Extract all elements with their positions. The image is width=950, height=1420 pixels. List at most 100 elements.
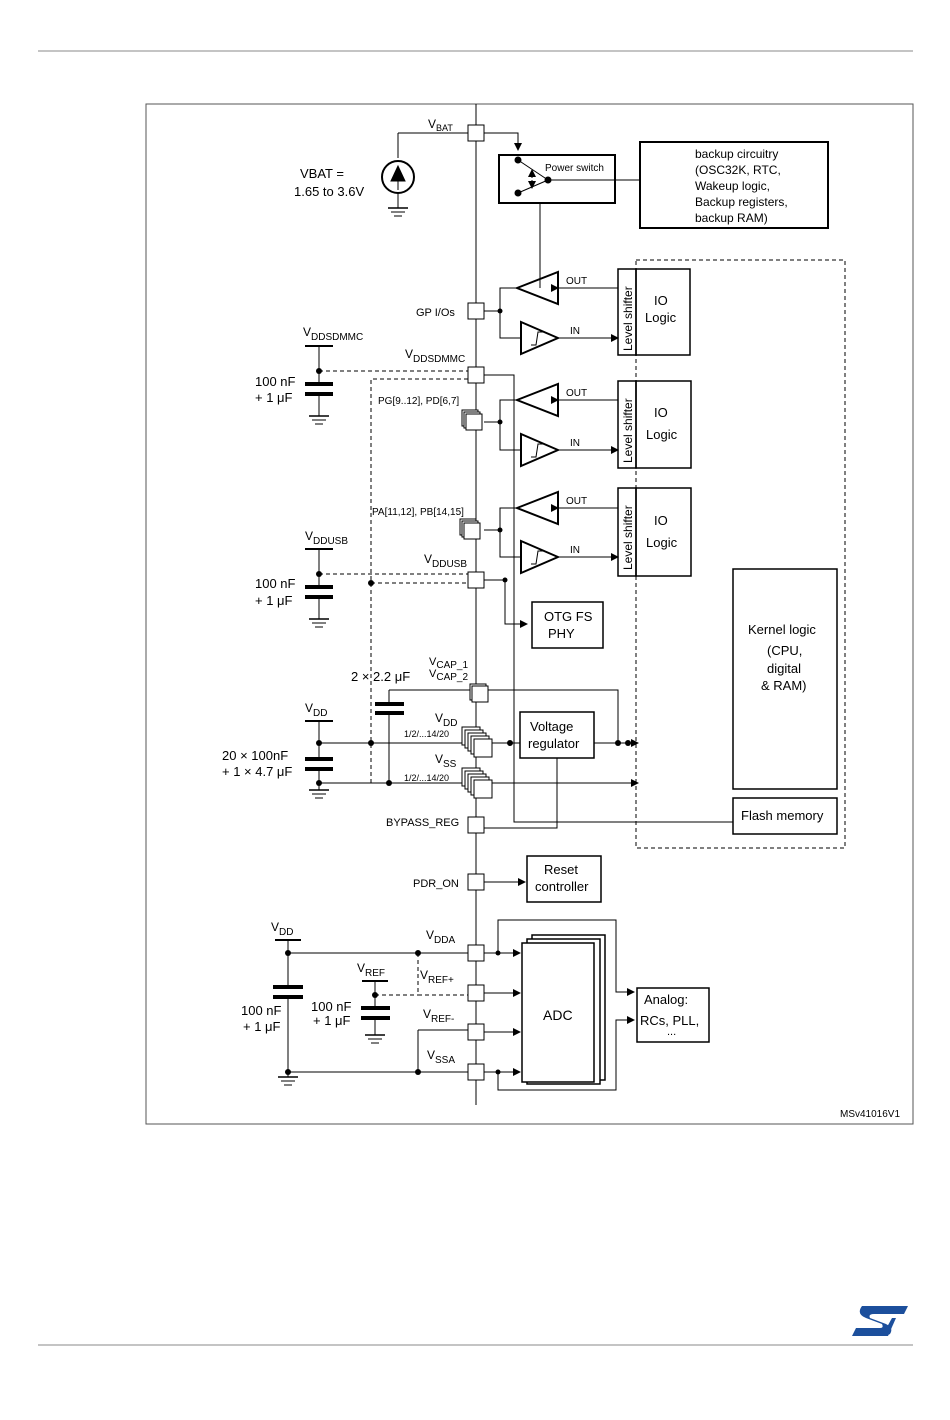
- kernel-logic-block: [732, 568, 838, 790]
- kernel-label-3: digital: [767, 661, 801, 676]
- io-logic-label-2b: Logic: [646, 427, 678, 442]
- vssa-pin-label: VSSA: [427, 1048, 455, 1066]
- otg-label-1: OTG FS: [544, 609, 593, 624]
- backup-label-4: Backup registers,: [695, 195, 788, 209]
- vdd-analog-supply-label: VDD: [271, 920, 293, 938]
- kernel-label-4: & RAM): [761, 678, 807, 693]
- io-logic-label-1a: IO: [654, 293, 668, 308]
- backup-block: [639, 141, 829, 229]
- pin-vcap: [471, 685, 489, 703]
- vdda-cap-label-2: + 1 μF: [243, 1019, 281, 1034]
- adc-label: ADC: [543, 1007, 573, 1023]
- otg-phy-block: [531, 601, 604, 649]
- vdd-supply-label: VDD: [305, 701, 327, 719]
- level-shifter-label-3: Level shifter: [621, 505, 635, 570]
- kernel-label-2: (CPU,: [767, 643, 802, 658]
- io-block-3: OUT IN Level shifter IO Logic PA[11,12],…: [372, 487, 692, 577]
- figure-id: MSv41016V1: [840, 1109, 900, 1120]
- flash-memory-block: [732, 797, 838, 835]
- reset-label-1: Reset: [544, 862, 578, 877]
- io-logic-block-3: [635, 487, 692, 577]
- pin-pa-pb: [463, 522, 481, 540]
- pin-vdda: [467, 944, 485, 962]
- pin-vssa: [467, 1063, 485, 1081]
- vreg-label-1: Voltage: [530, 719, 573, 734]
- vddusb-supply-label: VDDUSB: [305, 529, 348, 547]
- in-label-3: IN: [570, 545, 580, 556]
- sdmmc-cap-label-1: 100 nF: [255, 374, 296, 389]
- vcap2-pin-label: VCAP_2: [429, 668, 468, 683]
- pa-pb-pin-label: PA[11,12], PB[14,15]: [372, 507, 464, 518]
- io-block-2: OUT IN Level shifter IO Logic PG[9..12],…: [378, 380, 692, 469]
- vdd-cap-label-1: 20 × 100nF: [222, 748, 288, 763]
- kernel-label-1: Kernel logic: [748, 622, 816, 637]
- analog-block: [636, 987, 710, 1043]
- vbat-source-label-2: 1.65 to 3.6V: [294, 184, 364, 199]
- pin-vref-minus: [467, 1023, 485, 1041]
- pdr-pin-label: PDR_ON: [413, 878, 459, 890]
- bypass-pin-label: BYPASS_REG: [386, 817, 459, 829]
- gpio-pin-label: GP I/Os: [416, 307, 455, 319]
- vref-cap-label-2: + 1 μF: [313, 1013, 351, 1028]
- reset-label-2: controller: [535, 879, 589, 894]
- backup-label-3: Wakeup logic,: [695, 179, 770, 193]
- pin-vref-plus: [467, 984, 485, 1002]
- in-label-1: IN: [570, 326, 580, 337]
- vreg-label-2: regulator: [528, 736, 580, 751]
- vcap1-pin-label: VCAP_1: [429, 656, 468, 671]
- vddsdmmc-section: VDDSDMMC VDDSDMMC 100 nF + 1 μF: [255, 325, 485, 783]
- vbat-pin-label: VBAT: [428, 117, 453, 133]
- vref-cap-label-1: 100 nF: [311, 999, 352, 1014]
- analog-label-1: Analog:: [644, 992, 688, 1007]
- backup-label-2: (OSC32K, RTC,: [695, 163, 781, 177]
- core-domain-outline: [635, 259, 846, 849]
- pin-pg-pd: [465, 413, 483, 431]
- io-logic-label-2a: IO: [654, 405, 668, 420]
- in-label-2: IN: [570, 438, 580, 449]
- sdmmc-cap-label-2: + 1 μF: [255, 390, 293, 405]
- vdda-pin-label: VDDA: [426, 928, 455, 946]
- pin-bypass: [467, 816, 485, 834]
- level-shifter-label-2: Level shifter: [621, 398, 635, 463]
- figure-frame: [145, 103, 914, 1125]
- vcap-cap-label: 2 × 2.2 μF: [351, 669, 410, 684]
- level-shifter-label-1: Level shifter: [621, 286, 635, 351]
- pin-pdr-on: [467, 873, 485, 891]
- reset-controller-block: [526, 855, 602, 903]
- io-logic-label-1b: Logic: [645, 310, 677, 325]
- pin-vss: [473, 779, 493, 799]
- vddusb-section: VDDUSB VDDUSB 100 nF + 1 μF: [255, 529, 485, 628]
- vdd-cap-label-2: + 1 × 4.7 μF: [222, 764, 292, 779]
- vbat-section: [381, 132, 468, 217]
- io-block-1: OUT IN Level shifter IO Logic GP I/Os: [416, 268, 691, 356]
- backup-label-1: backup circuitry: [695, 147, 778, 161]
- pin-vddusb: [467, 571, 485, 589]
- pin-vddsdmmc: [467, 366, 485, 384]
- usb-cap-label-1: 100 nF: [255, 576, 296, 591]
- vrefp-pin-label: VREF+: [420, 968, 454, 986]
- io-logic-label-3b: Logic: [646, 535, 678, 550]
- backup-label-5: backup RAM): [695, 211, 768, 225]
- adc-section: ADC: [484, 919, 635, 1091]
- vddsdmmc-supply-label: VDDSDMMC: [303, 325, 363, 343]
- pin-gpio: [467, 302, 485, 320]
- pg-pd-pin-label: PG[9..12], PD[6,7]: [378, 396, 459, 407]
- vref-supply-label: VREF: [357, 961, 385, 979]
- power-switch-block: [498, 154, 616, 204]
- vdd-vss-section: VDD VDD 1/2/...14/20 VSS 1/2/...14/20 20…: [222, 701, 639, 799]
- adc-block: [521, 942, 595, 1083]
- otg-label-2: PHY: [548, 626, 575, 641]
- io-logic-block-1: [635, 268, 691, 356]
- out-label-3: OUT: [566, 496, 587, 507]
- out-label-1: OUT: [566, 276, 587, 287]
- flash-label: Flash memory: [741, 808, 824, 823]
- pin-vdd: [473, 738, 493, 758]
- vcap-section: 2 × 2.2 μF VCAP_1 VCAP_2: [351, 656, 619, 783]
- vdd-pin-label: VDD: [435, 711, 457, 729]
- analog-label-2: RCs, PLL,: [640, 1013, 699, 1028]
- usb-cap-label-2: + 1 μF: [255, 593, 293, 608]
- vddsdmmc-pin-label: VDDSDMMC: [405, 347, 465, 365]
- out-label-2: OUT: [566, 388, 587, 399]
- vss-pin-label: VSS: [435, 752, 457, 770]
